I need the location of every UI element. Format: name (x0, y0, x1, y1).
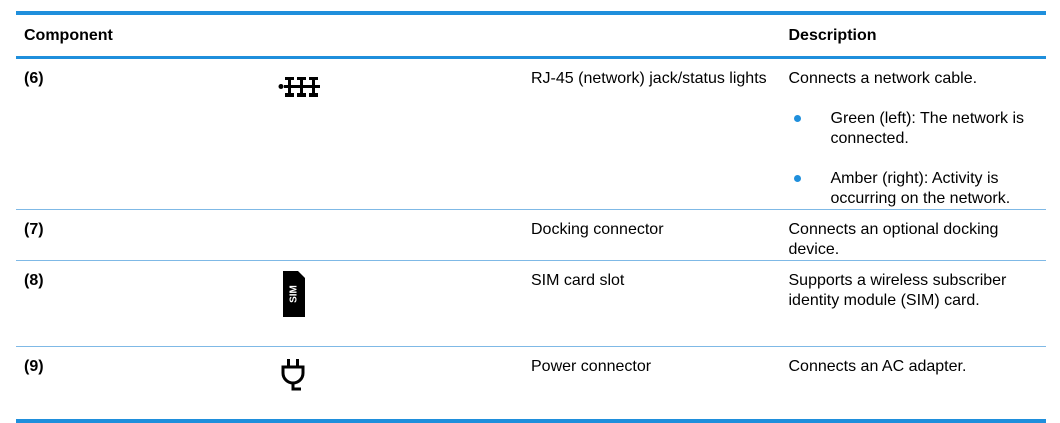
component-header: Component (16, 13, 789, 59)
power-plug-icon (274, 357, 532, 399)
bullet-icon (793, 175, 801, 182)
list-item-text: Green (left): The network is connected. (830, 110, 1025, 147)
component-table: Component Description (6) (16, 11, 1046, 423)
sim-card-icon-label: SIM (288, 285, 299, 303)
list-item-text: Amber (right): Activity is occurring on … (830, 170, 1011, 207)
table-row: (9) Power connector Connects an AC adapt… (16, 347, 1046, 421)
icon-cell (274, 58, 532, 210)
component-name: Docking connector (531, 221, 664, 238)
icon-cell: SIM (274, 261, 532, 347)
component-description: Connects an AC adapter. (788, 358, 967, 375)
description-header: Description (788, 13, 1046, 59)
component-name: SIM card slot (531, 272, 625, 289)
icon-cell (274, 347, 532, 421)
row-number: (6) (24, 70, 44, 87)
table-header-row: Component Description (16, 13, 1046, 59)
network-jack-icon (274, 69, 532, 104)
component-description: Connects a network cable. (788, 70, 978, 87)
sim-card-icon: SIM (274, 271, 532, 323)
list-item: Green (left): The network is connected. (789, 109, 1047, 149)
row-number: (7) (24, 221, 44, 238)
component-name: RJ-45 (network) jack/status lights (531, 70, 767, 87)
table-row: (7) Docking connector Connects an option… (16, 210, 1046, 261)
icon-cell (274, 210, 532, 261)
row-number: (8) (24, 272, 44, 289)
list-item: Amber (right): Activity is occurring on … (789, 169, 1047, 209)
component-description-cell: Connects a network cable. Green (left): … (789, 58, 1047, 210)
bullet-icon (793, 115, 801, 122)
component-description: Supports a wireless subscriber identity … (788, 272, 1007, 309)
component-description: Connects an optional docking device. (788, 221, 999, 258)
table-row: (8) SIM SIM card slot Supports a wireles… (16, 261, 1046, 347)
document-page: Component Description (6) (16, 11, 1046, 423)
status-list: Green (left): The network is connected. … (789, 109, 1047, 209)
row-number: (9) (24, 358, 44, 375)
table-row: (6) (16, 58, 1046, 210)
component-name: Power connector (531, 358, 652, 375)
